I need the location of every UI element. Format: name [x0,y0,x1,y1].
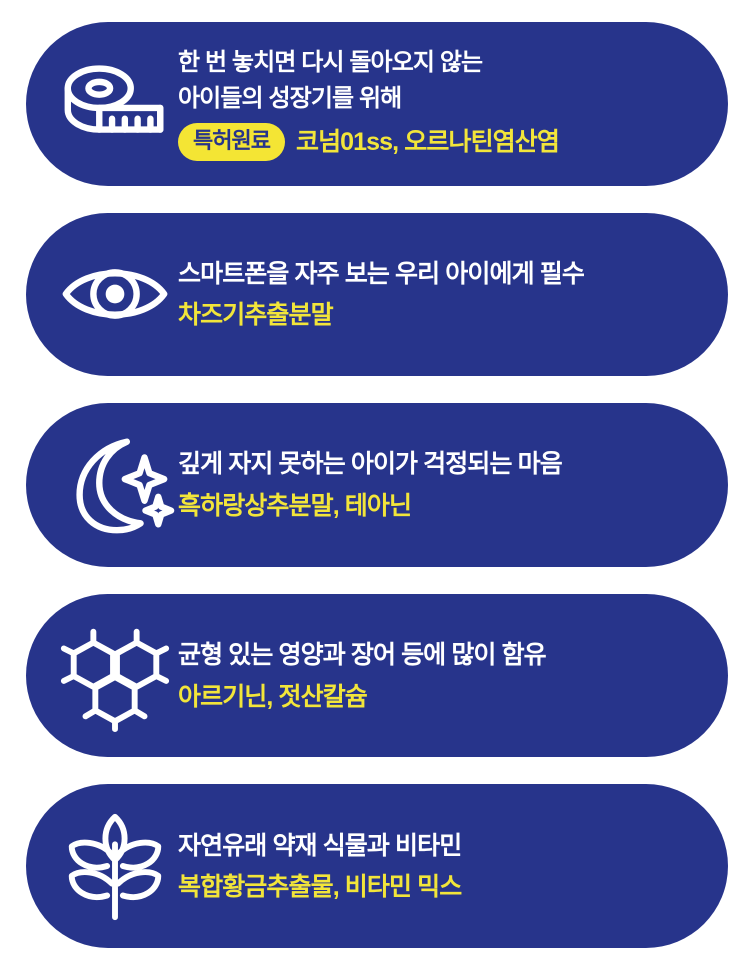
headline-line: 깊게 자지 못하는 아이가 걱정되는 마음 [178,450,563,479]
ingredients-row: 복합황금추출물, 비타민 믹스 [178,871,702,904]
benefit-card-text: 깊게 자지 못하는 아이가 걱정되는 마음 흑하랑상추분말, 테아닌 [174,447,702,522]
ingredient-names: 복합황금추출물, 비타민 믹스 [178,873,462,902]
eye-icon [56,238,174,350]
ingredient-names: 차즈기추출분말 [178,301,334,330]
crescent-moon-icon [56,429,175,541]
ingredients-row: 아르기닌, 젓산칼슘 [178,681,702,714]
measuring-tape-icon [56,48,174,160]
headline-line: 아이들의 성장기를 위해 [178,85,402,113]
patent-badge: 특허원료 [178,123,285,162]
benefit-card-growth[interactable]: 한 번 놓치면 다시 돌아오지 않는 아이들의 성장기를 위해 특허원료 코넘0… [26,22,728,186]
benefit-card-text: 자연유래 약재 식물과 비타민 복합황금추출물, 비타민 믹스 [174,829,702,904]
ingredient-names: 흑하랑상추분말, 테아닌 [178,491,412,520]
molecule-icon [56,620,174,732]
benefit-card-natural[interactable]: 자연유래 약재 식물과 비타민 복합황금추출물, 비타민 믹스 [26,784,728,948]
benefit-card-eyes[interactable]: 스마트폰을 자주 보는 우리 아이에게 필수 차즈기추출분말 [26,212,728,377]
headline-line: 자연유래 약재 식물과 비타민 [178,831,462,860]
headline-line: 한 번 놓치면 다시 돌아오지 않는 [178,49,483,77]
ingredients-row: 흑하랑상추분말, 테아닌 [178,490,702,523]
ingredients-row: 차즈기추출분말 [178,299,702,332]
benefit-card-text: 한 번 놓치면 다시 돌아오지 않는 아이들의 성장기를 위해 특허원료 코넘0… [174,46,702,162]
headline-line: 스마트폰을 자주 보는 우리 아이에게 필수 [178,259,585,288]
benefit-card-text: 균형 있는 영양과 장어 등에 많이 함유 아르기닌, 젓산칼슘 [174,638,702,713]
plant-sprig-icon [56,810,174,922]
benefit-card-nutrition[interactable]: 균형 있는 영양과 장어 등에 많이 함유 아르기닌, 젓산칼슘 [26,593,728,758]
ingredient-names: 코넘01ss, 오르나틴염산염 [295,128,560,157]
ingredients-row: 특허원료 코넘01ss, 오르나틴염산염 [178,123,702,162]
ingredient-names: 아르기닌, 젓산칼슘 [178,682,368,711]
headline-line: 균형 있는 영양과 장어 등에 많이 함유 [178,641,547,670]
benefit-card-sleep[interactable]: 깊게 자지 못하는 아이가 걱정되는 마음 흑하랑상추분말, 테아닌 [26,403,728,567]
benefit-card-text: 스마트폰을 자주 보는 우리 아이에게 필수 차즈기추출분말 [174,257,702,332]
